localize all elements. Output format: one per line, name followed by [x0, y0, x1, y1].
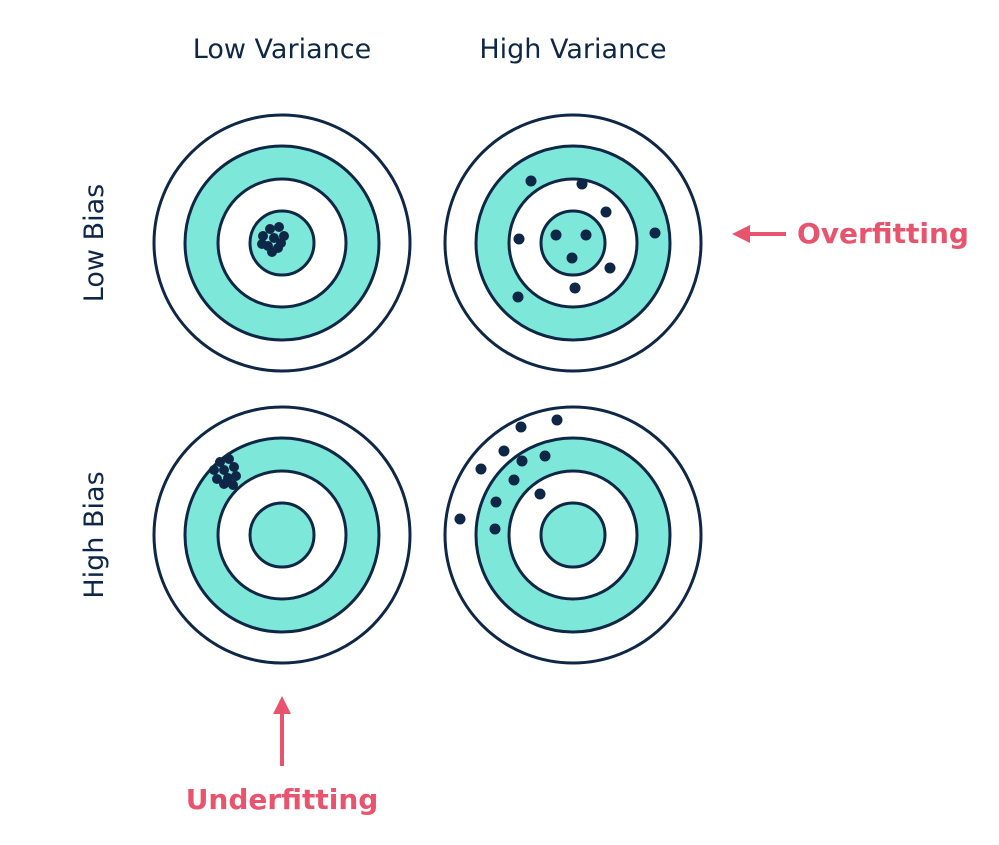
dot: [498, 445, 510, 457]
dot: [258, 231, 268, 241]
dot: [512, 291, 524, 303]
dot: [649, 227, 661, 239]
dot: [490, 496, 502, 508]
dot-scatter: [512, 175, 661, 303]
dot: [551, 414, 563, 426]
bullseye: [539, 209, 607, 277]
dot: [257, 239, 267, 249]
underfitting-annotation: Underfitting: [186, 696, 379, 816]
row-label-low-bias: Low Bias: [79, 184, 110, 302]
dot: [600, 206, 612, 218]
left-arrow-icon: [732, 225, 750, 243]
up-arrow-icon: [273, 696, 291, 714]
dot: [212, 474, 222, 484]
dot: [516, 455, 528, 467]
underfitting-label: Underfitting: [186, 783, 379, 816]
dot: [550, 229, 562, 241]
dot: [539, 450, 551, 462]
dot-cluster: [209, 454, 241, 490]
dot: [219, 479, 229, 489]
dot: [265, 224, 275, 234]
dot: [569, 282, 581, 294]
dot: [231, 471, 241, 481]
column-label-high-variance: High Variance: [479, 34, 666, 65]
dot-scatter: [454, 414, 563, 535]
dot: [269, 233, 279, 243]
dot: [228, 480, 238, 490]
dot: [513, 233, 525, 245]
row-label-high-bias: High Bias: [79, 471, 110, 598]
dot: [576, 178, 588, 190]
dot: [508, 474, 520, 486]
dot: [219, 465, 229, 475]
dot-cluster: [257, 222, 289, 257]
dot: [224, 454, 234, 464]
bullseye: [539, 501, 607, 569]
dot: [209, 465, 219, 475]
target-low-bias-high-variance: [443, 113, 703, 373]
dot: [580, 229, 592, 241]
dot: [515, 421, 527, 433]
dot: [534, 488, 546, 500]
dot: [229, 462, 239, 472]
bullseye: [248, 501, 316, 569]
dot: [274, 222, 284, 232]
dot: [267, 247, 277, 257]
overfitting-annotation: Overfitting: [732, 217, 969, 250]
dot: [525, 175, 537, 187]
dot: [475, 463, 487, 475]
target-high-bias-high-variance: [443, 405, 703, 665]
dot: [489, 523, 501, 535]
dot: [604, 262, 616, 274]
dot: [276, 238, 286, 248]
dot: [454, 513, 466, 525]
target-high-bias-low-variance: [152, 405, 412, 665]
target-low-bias-low-variance: [152, 113, 412, 373]
overfitting-label: Overfitting: [797, 217, 969, 250]
column-label-low-variance: Low Variance: [193, 34, 371, 65]
dot: [215, 457, 225, 467]
dot: [566, 252, 578, 264]
